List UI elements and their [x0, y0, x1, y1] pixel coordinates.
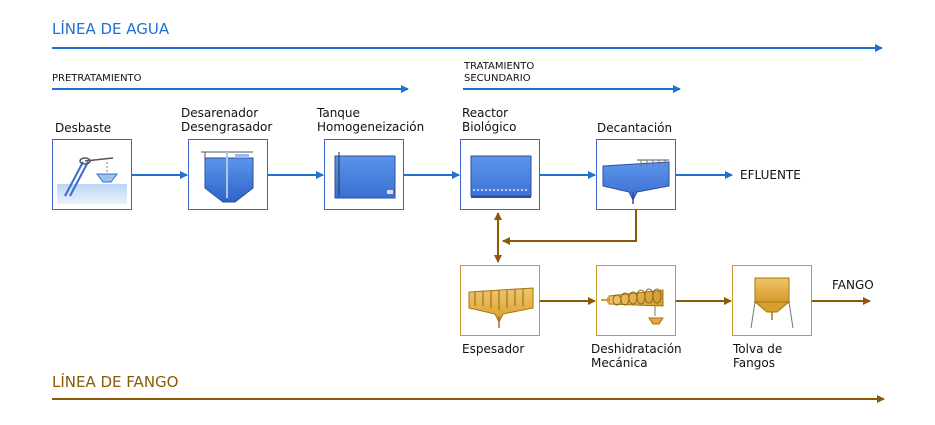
secondary-treatment-label: TRATAMIENTO SECUNDARIO [464, 61, 535, 84]
stage-box-deshidratacion [596, 265, 676, 336]
stage-box-decantacion [596, 139, 676, 210]
water-line-title: LÍNEA DE AGUA [52, 20, 170, 38]
stage-label-decantacion: Decantación [597, 121, 673, 135]
sludge-output-label: FANGO [832, 278, 874, 292]
stage-box-espesador [460, 265, 540, 336]
dewatering-icon [601, 288, 664, 325]
stage-box-desarenador [188, 139, 268, 210]
pretreatment-label: PRETRATAMIENTO [52, 73, 142, 84]
stage-box-tolva [732, 265, 812, 336]
bioreactor-icon [470, 155, 532, 198]
hopper-icon [750, 277, 794, 329]
stage-box-tanque [324, 139, 404, 210]
effluent-label: EFLUENTE [740, 168, 801, 182]
grit-chamber-icon [201, 151, 254, 203]
screen-icon [57, 157, 127, 204]
sludge-line-title: LÍNEA DE FANGO [52, 373, 179, 391]
equalization-tank-icon [334, 152, 396, 199]
thickener-icon [468, 287, 534, 328]
clarifier-icon [602, 159, 670, 204]
stage-label-espesador: Espesador [462, 342, 525, 356]
stage-box-reactor [460, 139, 540, 210]
stage-box-desbaste [52, 139, 132, 210]
stage-label-desbaste: Desbaste [55, 121, 112, 135]
